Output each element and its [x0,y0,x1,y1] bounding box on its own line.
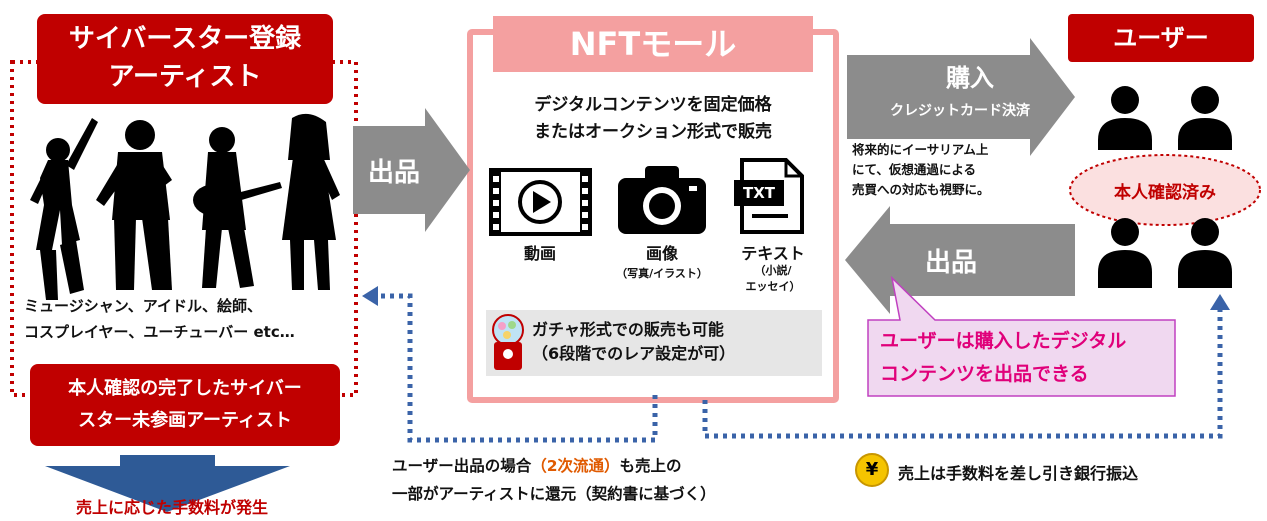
txt-file-icon [734,158,804,234]
fee-text: 売上に応じた手数料が発生 [75,498,268,517]
verified-artist-line2: スター未参画アーティスト [78,410,292,431]
mall-desc-line1: デジタルコンテンツを固定価格 [534,95,772,115]
secondary-line1: ユーザー出品の場合（2次流通）も売上の [392,452,852,480]
gacha-text: ガチャ形式での販売も可能 （6段階でのレア設定が可） [532,318,814,366]
mall-title: NFTモール [569,25,737,63]
resale-callout [867,275,1176,397]
mall-desc-line2: またはオークション形式で販売 [534,122,772,142]
royalty-dotted-path [372,293,658,443]
future-line2: にて、仮想通過による [852,162,977,177]
content-video-label: 動画 [523,244,556,263]
mall-description: デジタルコンテンツを固定価格 またはオークション形式で販売 [476,92,830,146]
resale-arrowhead [1210,294,1230,310]
resale-line2: コンテンツを出品できる [880,363,1089,385]
artist-types-line1: ミュージシャン、アイドル、絵師、 [24,297,263,315]
verified-ellipse [1069,154,1261,226]
artist-title-line1: サイバースター登録 [68,24,302,54]
list-arrow-left [353,108,470,232]
secondary-line2: 一部がアーティストに還元（契約書に基づく） [392,485,716,503]
verified-artist-box: 本人確認の完了したサイバー スター未参画アーティスト [30,364,340,446]
users-verified-label: 本人確認済み [1114,183,1216,203]
content-text-sub1: （小説/ [754,264,792,277]
buy-arrow [847,38,1075,156]
list-right-label: 出品 [925,248,978,278]
yen-coin-icon [855,453,889,487]
verified-artist-line1: 本人確認の完了したサイバー [68,378,302,399]
secondary-part2: も売上の [619,457,682,475]
secondary-note: ユーザー出品の場合（2次流通）も売上の 一部がアーティストに還元（契約書に基づく… [392,452,852,508]
content-image-sub: （写真/イラスト） [616,267,708,280]
gacha-box [486,310,822,376]
fee-down-arrow [45,455,290,512]
gacha-line1: ガチャ形式での販売も可能 [532,320,724,339]
content-text-sub2: エッセイ） [745,280,801,293]
artist-types: ミュージシャン、アイドル、絵師、 コスプレイヤー、ユーチューバー etc… [24,293,364,345]
buy-title: 購入 [946,64,994,92]
content-text-label: テキスト [741,244,805,263]
buy-subtitle: クレジットカード決済 [890,103,1030,119]
content-image-label: 画像 [645,244,678,263]
resale-dotted-path [702,308,1223,439]
secondary-highlight: （2次流通） [531,457,620,475]
content-text-sub: （小説/ エッセイ） [728,263,818,295]
future-line3: 売買への対応も視野に。 [852,182,990,197]
gacha-line2: （6段階でのレア設定が可） [532,344,736,363]
resale-line1: ユーザーは購入したデジタル [880,330,1127,352]
camera-icon [618,166,706,234]
secondary-part1: ユーザー出品の場合 [392,457,532,475]
video-icon [489,168,592,236]
user-group-icon [1098,86,1232,288]
artist-silhouettes-icon [30,113,340,300]
users-title: ユーザー [1068,14,1254,62]
txt-icon-label: TXT [742,184,776,202]
yen-symbol: ¥ [865,459,879,480]
list-left-label: 出品 [368,158,421,188]
payout-note: 売上は手数料を差し引き銀行振込 [898,464,1139,483]
artist-title-box: サイバースター登録 アーティスト [37,14,333,104]
mall-title-bar [493,16,813,72]
future-line1: 将来的にイーサリアム上 [852,142,989,157]
royalty-arrowhead [362,286,378,306]
list-arrow-right [845,206,1075,314]
gacha-machine-icon [492,314,524,370]
future-note: 将来的にイーサリアム上 にて、仮想通過による 売買への対応も視野に。 [852,140,1072,200]
artist-title-line2: アーティスト [108,62,262,92]
artist-types-line2: コスプレイヤー、ユーチューバー etc… [24,323,295,341]
resale-note: ユーザーは購入したデジタル コンテンツを出品できる [880,325,1170,391]
